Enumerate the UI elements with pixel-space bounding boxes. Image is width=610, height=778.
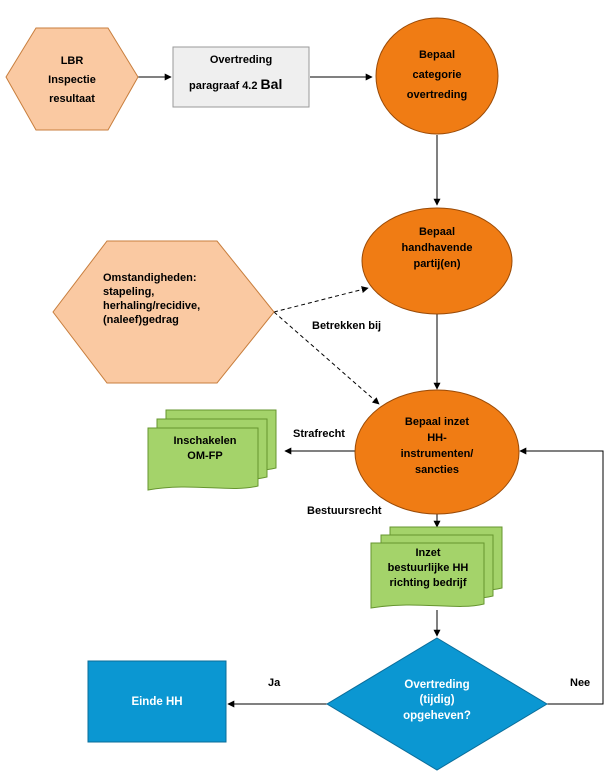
svg-text:bestuurlijke HH: bestuurlijke HH (388, 562, 469, 574)
node-lbr-inspectie: LBR Inspectie resultaat (5, 27, 139, 131)
svg-text:Bepaal: Bepaal (419, 49, 455, 61)
node-bepaal-inzet: Bepaal inzet HH- instrumenten/ sancties (354, 389, 520, 515)
label-strafrecht: Strafrecht (293, 428, 345, 440)
svg-text:Inspectie: Inspectie (48, 74, 96, 86)
svg-text:richting bedrijf: richting bedrijf (390, 577, 467, 589)
svg-text:resultaat: resultaat (49, 93, 95, 105)
svg-text:opgeheven?: opgeheven? (403, 710, 471, 722)
node-inzet-bestuurlijke-hh: Inzet bestuurlijke HH richting bedrijf (370, 526, 503, 609)
svg-text:partij(en): partij(en) (413, 258, 460, 270)
node-inschakelen-om-fp: Inschakelen OM-FP (147, 409, 277, 491)
label-betrekken-bij: Betrekken bij (312, 320, 381, 332)
node-bepaal-partij: Bepaal handhavende partij(en) (361, 207, 513, 315)
arrow-nee-loop-back (519, 447, 604, 705)
node-overtreding-paragraaf: Overtreding paragraaf 4.2 Bal (172, 46, 310, 108)
svg-text:Overtreding: Overtreding (210, 54, 272, 66)
svg-text:Inzet: Inzet (415, 547, 440, 559)
svg-text:instrumenten/: instrumenten/ (401, 448, 474, 460)
svg-text:Inschakelen: Inschakelen (174, 435, 237, 447)
svg-text:OM-FP: OM-FP (187, 450, 222, 462)
svg-text:stapeling,: stapeling, (103, 286, 154, 298)
svg-text:handhavende: handhavende (402, 242, 473, 254)
dashed-arrow-to-partij (273, 286, 369, 313)
label-ja: Ja (268, 677, 281, 689)
label-nee: Nee (570, 677, 590, 689)
svg-text:categorie: categorie (413, 69, 462, 81)
svg-text:Overtreding: Overtreding (404, 679, 469, 691)
svg-text:sancties: sancties (415, 464, 459, 476)
svg-text:overtreding: overtreding (407, 89, 468, 101)
node-omstandigheden: Omstandigheden: stapeling, herhaling/rec… (52, 240, 275, 384)
svg-text:Omstandigheden:: Omstandigheden: (103, 272, 197, 284)
svg-text:(naleef)gedrag: (naleef)gedrag (103, 314, 179, 326)
node-opgeheven-decision: Overtreding (tijdig) opgeheven? (326, 637, 548, 771)
svg-text:LBR: LBR (61, 55, 84, 67)
node-einde-hh: Einde HH (87, 660, 227, 743)
svg-text:Bepaal: Bepaal (419, 226, 455, 238)
label-bestuursrecht: Bestuursrecht (307, 505, 382, 517)
dashed-arrow-to-inzet (273, 311, 380, 405)
svg-text:herhaling/recidive,: herhaling/recidive, (103, 300, 200, 312)
svg-text:paragraaf 4.2 Bal: paragraaf 4.2 Bal (189, 76, 282, 92)
svg-text:Einde HH: Einde HH (131, 696, 182, 708)
svg-text:HH-: HH- (427, 432, 447, 444)
svg-text:(tijdig): (tijdig) (419, 694, 454, 706)
node-bepaal-categorie: Bepaal categorie overtreding (375, 17, 499, 135)
svg-text:Bepaal inzet: Bepaal inzet (405, 416, 470, 428)
